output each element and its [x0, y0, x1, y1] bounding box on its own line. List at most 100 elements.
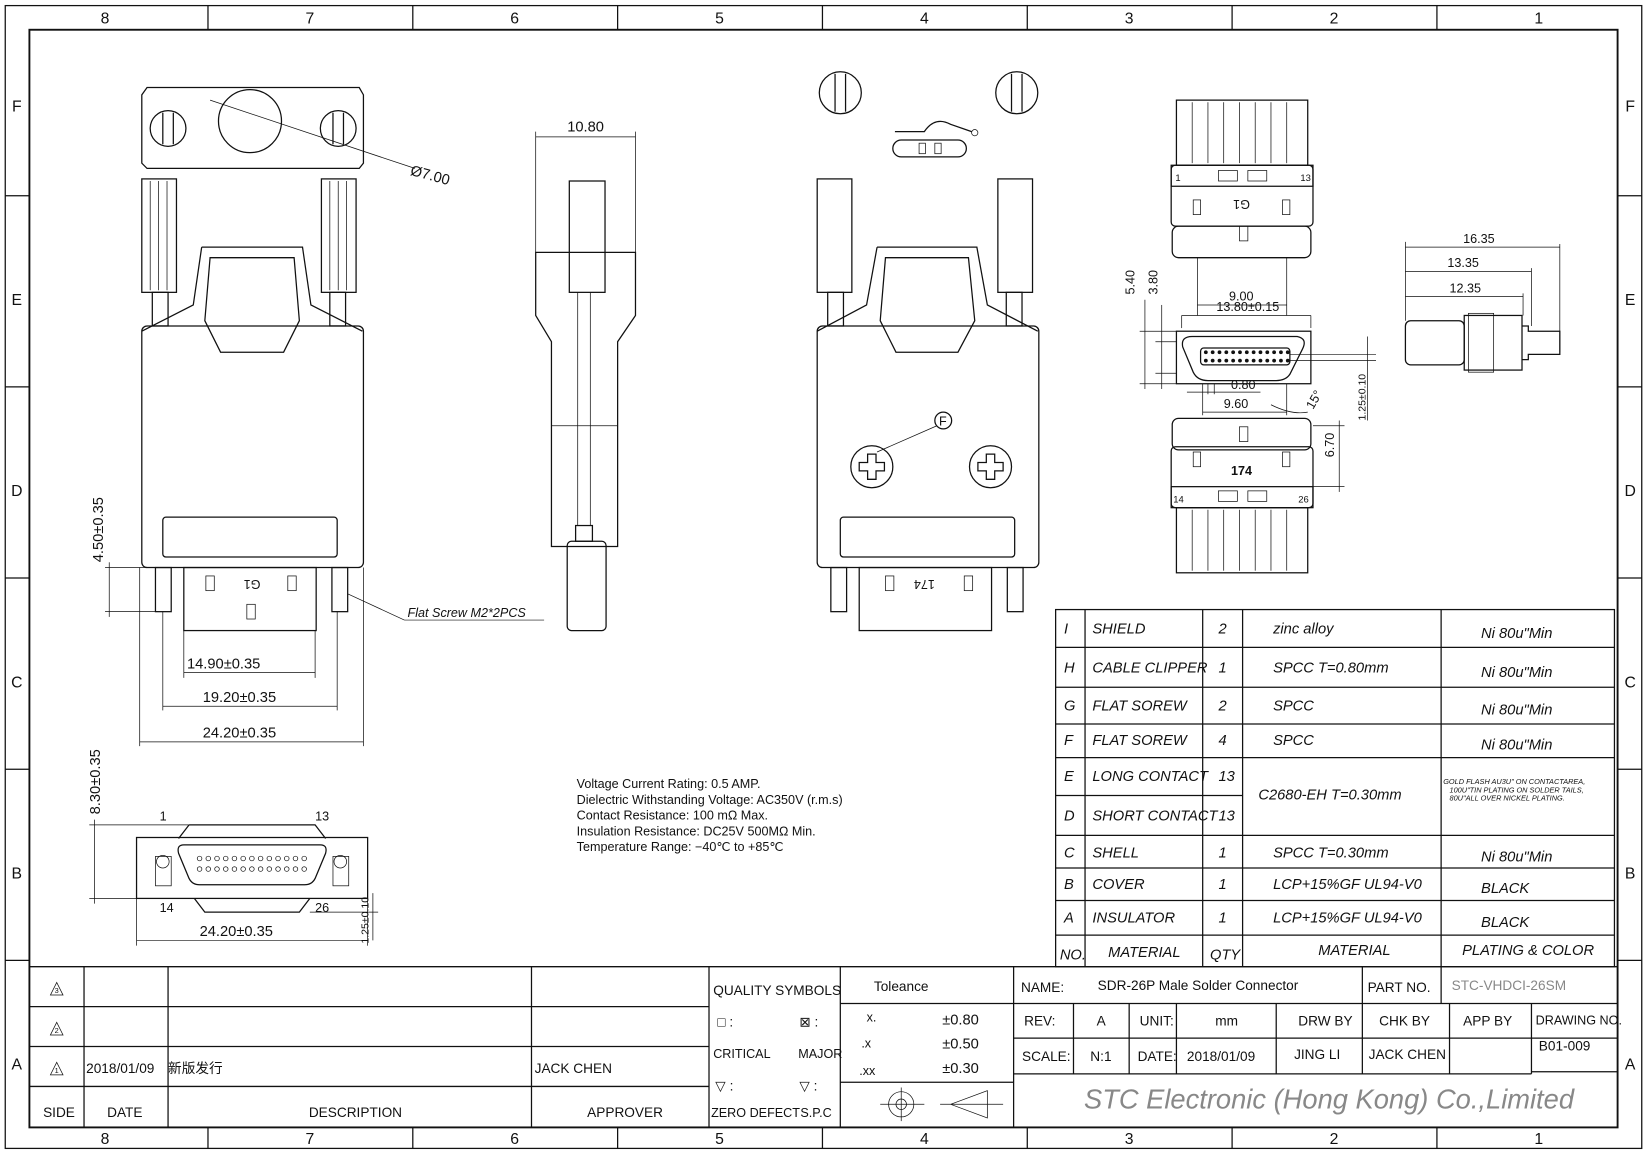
contact-pin [214, 866, 220, 872]
contact-pin [275, 855, 281, 862]
zone-col: 2 [1330, 1131, 1339, 1148]
rev-label: REV: [1024, 1014, 1055, 1029]
bom-plating: BLACK [1481, 915, 1530, 931]
contact-pin [1272, 350, 1277, 355]
contact-pin [1272, 358, 1277, 363]
contact-pin [1203, 358, 1208, 363]
title-block: 3 2 1 2018/01/09 新版发行 JACK CHEN SIDE DAT… [29, 966, 1622, 1128]
dim-6-70: 6.70 [1323, 433, 1337, 458]
zone-row: A [1625, 1057, 1636, 1074]
chk-by-label: CHK BY [1379, 1014, 1430, 1029]
bom-material: LCP+15%GF UL94-V0 [1273, 877, 1423, 893]
rev-symbol-2: 2 [55, 1026, 59, 1035]
bom-header-part: MATERIAL [1108, 945, 1180, 961]
contact-pin [1279, 350, 1283, 355]
zone-col: 1 [1534, 10, 1543, 27]
contact-pin [240, 866, 246, 872]
contact-pin [223, 855, 229, 862]
bom-part: SHORT CONTACT [1092, 809, 1218, 825]
contact-pin [1210, 350, 1215, 355]
bom-qty: 13 [1218, 809, 1235, 825]
contact-pin [1285, 358, 1290, 363]
zone-row: F [1625, 99, 1635, 116]
tolerance-value: ±0.30 [942, 1061, 979, 1077]
date-label: DATE: [1138, 1049, 1177, 1064]
pin-label-1: 1 [160, 810, 167, 824]
contact-pin [1217, 350, 1222, 355]
drawing-no: B01-009 [1539, 1039, 1591, 1054]
contact-material: C2680-EH T=0.30mm [1258, 788, 1401, 804]
bom-header-qty: QTY [1210, 947, 1241, 963]
bom-material: SPCC T=0.80mm [1273, 661, 1389, 677]
bottom-height-dim: 8.30±0.35 [88, 749, 104, 814]
unit-label: UNIT: [1140, 1014, 1174, 1029]
zone-right-labels: F E D C B A [1625, 99, 1636, 1074]
bom-material: LCP+15%GF UL94-V0 [1273, 911, 1423, 927]
zone-row: E [1625, 292, 1636, 309]
bottom-view: 1 13 14 26 8.30±0.35 24.20±0.35 1.25±0.1… [88, 749, 379, 946]
bom-plating: Ni 80u"Min [1481, 737, 1552, 753]
scale-value: N:1 [1090, 1049, 1111, 1064]
width-dim-1: 14.90±0.35 [187, 656, 260, 672]
dim-0-80: 0.80 [1231, 378, 1256, 392]
bom-no: G [1064, 698, 1075, 714]
bom-material: SPCC T=0.30mm [1273, 845, 1389, 861]
bom-qty: 13 [1218, 769, 1235, 785]
bom-no: C [1064, 845, 1075, 861]
quality-title: QUALITY SYMBOLS [713, 983, 841, 998]
contact-pin [1203, 350, 1208, 355]
contact-pin [1279, 358, 1283, 363]
header-date: DATE [107, 1105, 142, 1120]
zone-col: 5 [715, 1131, 724, 1148]
rev-symbol-1: 1 [55, 1066, 59, 1075]
bom-plating: Ni 80u"Min [1481, 665, 1552, 681]
drw-by: JING LI [1294, 1047, 1340, 1062]
side-dim-12-35: 12.35 [1450, 281, 1482, 295]
contact-pin [231, 866, 238, 872]
contact-pin [214, 855, 220, 862]
contact-pin [1217, 358, 1222, 363]
top-marking: G1 [1233, 197, 1250, 211]
scale-label: SCALE: [1022, 1049, 1071, 1064]
zone-row: D [11, 483, 22, 500]
bom-part: INSULATOR [1092, 911, 1175, 927]
zone-col: 7 [305, 1131, 314, 1148]
bom-plating: BLACK [1481, 881, 1530, 897]
rear-callout: F [939, 415, 947, 429]
contact-pin [257, 855, 264, 862]
contact-pin [1244, 358, 1249, 363]
bom-no: E [1064, 769, 1074, 785]
contact-pin [240, 855, 246, 862]
contact-pin [292, 866, 299, 872]
zone-col: 8 [101, 1131, 110, 1148]
bom-part: SHELL [1092, 845, 1139, 861]
contact-pin [1231, 358, 1236, 363]
tolerance-value: ±0.80 [942, 1012, 979, 1028]
zone-col: 1 [1534, 1131, 1543, 1148]
part-no: STC-VHDCI-26SM [1452, 978, 1566, 993]
zone-row: F [12, 99, 22, 116]
zone-row: B [1625, 865, 1636, 882]
zero-defect-label: ZERO DEFECT [711, 1106, 800, 1120]
rev-approver: JACK CHEN [535, 1061, 612, 1076]
contact-plating-line: GOLD FLASH AU3U" ON CONTACTAREA, [1443, 777, 1585, 786]
contact-pin [1224, 358, 1229, 363]
height-dim: 4.50±0.35 [91, 497, 107, 562]
zone-row: A [12, 1057, 23, 1074]
contact-pin [1258, 350, 1263, 355]
zone-row: D [1625, 483, 1636, 500]
contact-plating-line: 80U"ALL OVER NICKEL PLATING. [1450, 794, 1565, 803]
bottom-width-dim: 24.20±0.35 [200, 924, 273, 940]
bom-no: A [1063, 911, 1074, 927]
contact-pin [1251, 358, 1256, 363]
contact-pin [1265, 350, 1270, 355]
bom-no: I [1064, 622, 1068, 638]
spec-line: Insulation Resistance: DC25V 500MΩ Min. [577, 824, 816, 838]
bom-no: D [1064, 809, 1075, 825]
width-dim-2: 19.20±0.35 [203, 690, 276, 706]
unit-value: mm [1215, 1014, 1238, 1029]
header-side: SIDE [43, 1105, 75, 1120]
